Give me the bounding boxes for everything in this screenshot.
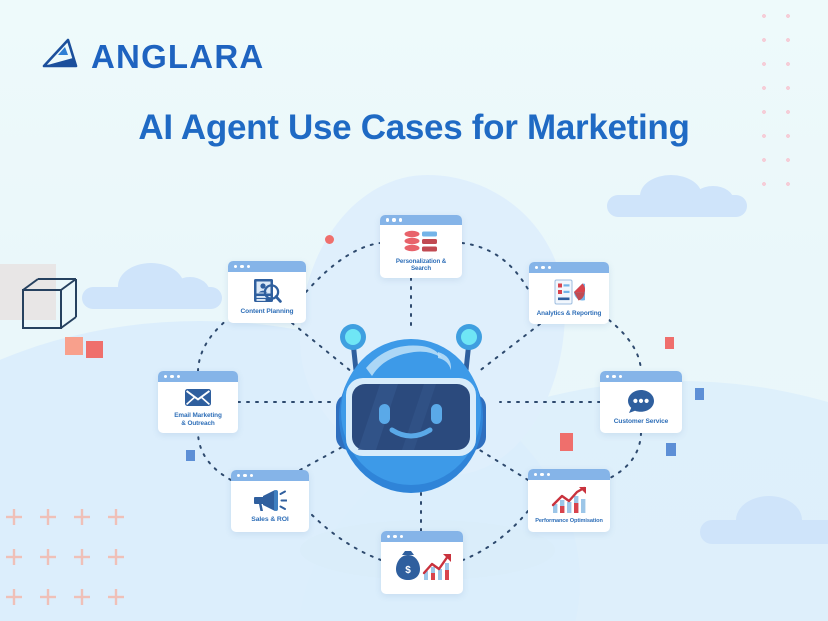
card-label: Personalization &Search	[395, 257, 447, 272]
square-blue-small-right2	[666, 443, 676, 456]
titlebar-dot	[234, 264, 238, 269]
envelope-icon	[184, 387, 212, 408]
card-label: Sales & ROI	[251, 516, 289, 524]
card-body: Customer Service	[600, 382, 682, 433]
page-title: AI Agent Use Cases for Marketing	[138, 108, 690, 147]
titlebar-dot	[399, 534, 404, 539]
card-body: Email Marketing& Outreach	[158, 382, 238, 433]
square-blue-small-left	[186, 450, 195, 461]
card-body: Analytics & Reporting	[529, 273, 609, 324]
titlebar-dot	[534, 472, 538, 477]
megaphone-icon	[253, 488, 287, 512]
titlebar-dot	[240, 264, 244, 269]
card-body: Sales & ROI	[231, 481, 309, 532]
card-titlebar	[158, 371, 238, 382]
titlebar-dot	[540, 472, 544, 477]
card-personalization-search[interactable]: Personalization &Search	[380, 215, 462, 278]
card-titlebar	[600, 371, 682, 382]
cloud-bottom-right-puff	[736, 496, 802, 544]
titlebar-dot	[392, 218, 396, 222]
card-titlebar	[380, 215, 462, 225]
card-revenue-growth[interactable]: $	[381, 531, 463, 594]
card-performance-optimisation[interactable]: Performance Optimisation	[528, 469, 610, 532]
card-analytics-reporting[interactable]: Analytics & Reporting	[529, 262, 609, 324]
titlebar-dot	[547, 265, 552, 270]
square-red-medium-right	[560, 433, 573, 451]
cloud-left-puff2	[170, 277, 210, 309]
titlebar-dot	[398, 218, 403, 222]
cloud-top-right-puff2	[692, 186, 734, 216]
brand-logo[interactable]: ANGLARA	[40, 36, 264, 77]
square-salmon-small	[65, 337, 83, 355]
titlebar-dot	[176, 374, 181, 379]
dot-grid-decoration	[752, 4, 810, 199]
card-label: Analytics & Reporting	[536, 309, 602, 317]
card-titlebar	[528, 469, 610, 480]
square-red-small-left	[86, 341, 103, 358]
dot-red-top	[325, 235, 334, 244]
card-titlebar	[529, 262, 609, 273]
card-titlebar	[381, 531, 463, 542]
card-label: Email Marketing& Outreach	[174, 412, 222, 427]
anglara-triangle-logo-icon	[40, 36, 82, 77]
money-bag-chart-icon: $	[391, 549, 453, 583]
titlebar-dot	[386, 218, 390, 222]
card-label: Customer Service	[613, 417, 669, 425]
titlebar-dot	[237, 473, 241, 478]
titlebar-dot	[249, 473, 254, 478]
titlebar-dot	[170, 374, 174, 379]
square-grey-large	[0, 264, 56, 320]
card-body: $	[381, 542, 463, 594]
card-content-planning[interactable]: Content Planning	[228, 261, 306, 323]
card-titlebar	[228, 261, 306, 272]
plus-grid-decoration	[6, 509, 124, 605]
card-titlebar	[231, 470, 309, 481]
wireframe-cube-decoration	[22, 278, 77, 329]
report-piechart-icon	[553, 279, 585, 306]
card-label: Content Planning	[240, 308, 294, 316]
card-body: Performance Optimisation	[528, 480, 610, 532]
document-search-icon	[252, 278, 282, 304]
titlebar-dot	[618, 374, 623, 379]
svg-text:$: $	[405, 565, 411, 576]
titlebar-dot	[535, 265, 539, 270]
stacked-bars-icon	[404, 230, 438, 254]
chat-bubble-icon	[627, 389, 655, 414]
titlebar-dot	[164, 374, 168, 379]
card-email-marketing-outreach[interactable]: Email Marketing& Outreach	[158, 371, 238, 433]
card-body: Personalization &Search	[380, 225, 462, 278]
square-red-small-right	[665, 337, 674, 349]
titlebar-dot	[606, 374, 610, 379]
titlebar-dot	[387, 534, 391, 539]
titlebar-dot	[546, 472, 551, 477]
titlebar-dot	[541, 265, 545, 270]
titlebar-dot	[393, 534, 397, 539]
titlebar-dot	[246, 264, 251, 269]
brand-name: ANGLARA	[91, 37, 265, 75]
card-customer-service[interactable]: Customer Service	[600, 371, 682, 433]
ai-robot-mascot	[336, 324, 486, 493]
card-sales-roi[interactable]: Sales & ROI	[231, 470, 309, 532]
titlebar-dot	[243, 473, 247, 478]
growth-chart-icon	[550, 486, 588, 514]
card-body: Content Planning	[228, 272, 306, 323]
cloud-top-right-puff	[640, 175, 702, 217]
titlebar-dot	[612, 374, 616, 379]
square-blue-small-right	[695, 388, 704, 400]
card-label: Performance Optimisation	[535, 518, 603, 525]
